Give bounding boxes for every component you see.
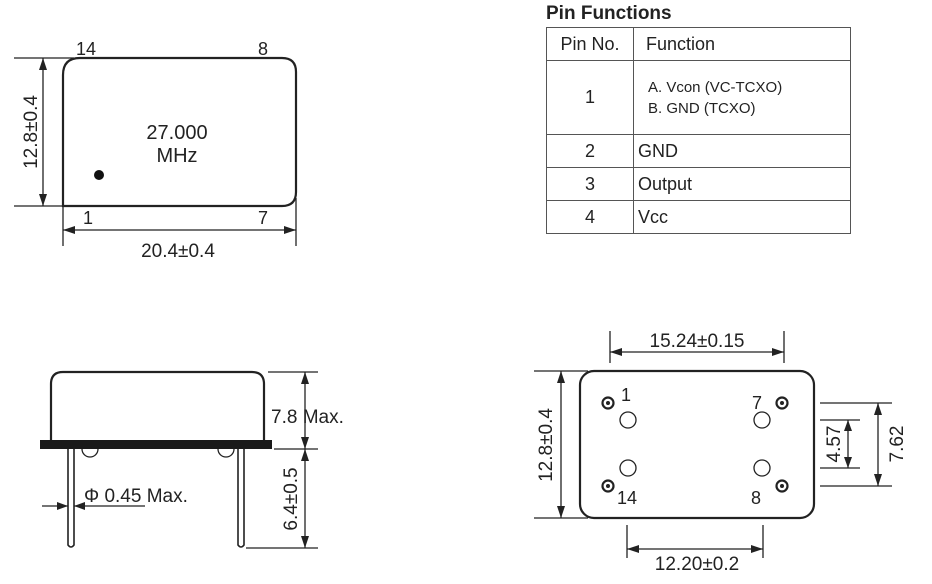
pin-number-cell: 1 (546, 60, 634, 135)
frequency-unit-marking: MHz (156, 145, 197, 167)
function-line: B. GND (TCXO) (648, 99, 756, 117)
header-function: Function (633, 27, 851, 61)
table-row: 2 GND (546, 134, 851, 168)
side-view-base-flange (40, 440, 272, 449)
function-cell: GND (633, 134, 851, 168)
top-view: 14 8 1 7 27.000 MHz 12.8±0.4 20.4±0.4 (14, 39, 298, 262)
function-cell: Vcc (633, 200, 851, 234)
pin8-ring (775, 479, 789, 493)
bottom-pin-label-8: 8 (751, 488, 761, 508)
side-view-can (49, 370, 266, 440)
svg-text:7.8 Max.: 7.8 Max. (271, 407, 344, 428)
bottom-height-dimension: 12.8±0.4 (534, 370, 588, 519)
pin-number-cell: 4 (546, 200, 634, 234)
table-header-row: Pin No. Function (546, 27, 851, 61)
pin-label-7: 7 (258, 208, 268, 228)
bottom-pin-label-7: 7 (752, 393, 762, 413)
inner-vertical-dimension: 4.57 (820, 419, 860, 469)
header-pin-no: Pin No. (546, 27, 634, 61)
svg-text:12.8±0.4: 12.8±0.4 (21, 95, 42, 169)
standoff-hole-br (753, 459, 771, 477)
svg-text:Φ 0.45 Max.: Φ 0.45 Max. (84, 486, 188, 507)
pin-functions-table: Pin No. Function 1 A. Vcon (VC-TCXO) B. … (546, 27, 851, 234)
standoff-right (217, 448, 235, 458)
pin-functions-title: Pin Functions (546, 3, 672, 24)
frequency-marking: 27.000 (146, 122, 207, 144)
top-view-body (61, 56, 298, 208)
table-row: 1 A. Vcon (VC-TCXO) B. GND (TCXO) (546, 60, 851, 135)
pin-label-14: 14 (76, 39, 96, 59)
svg-text:20.4±0.4: 20.4±0.4 (141, 241, 215, 262)
standoff-hole-bl (619, 459, 637, 477)
standoff-hole-tr (753, 411, 771, 429)
pin-label-8: 8 (258, 39, 268, 59)
svg-text:6.4±0.5: 6.4±0.5 (281, 467, 302, 530)
table-row: 4 Vcc (546, 200, 851, 234)
pin1-marker-dot (94, 170, 104, 180)
bottom-spacing-dimension: 12.20±0.2 (626, 525, 764, 575)
top-height-dimension: 12.8±0.4 (14, 57, 74, 207)
lead-left (67, 449, 75, 548)
pin-number-cell: 3 (546, 167, 634, 201)
lead-diameter-dimension: Φ 0.45 Max. (42, 486, 188, 510)
svg-text:12.20±0.2: 12.20±0.2 (655, 554, 739, 575)
lead-length-dimension: 6.4±0.5 (246, 449, 318, 549)
svg-text:15.24±0.15: 15.24±0.15 (650, 331, 745, 352)
pin1-ring (601, 396, 615, 410)
top-width-dimension: 20.4±0.4 (62, 198, 297, 262)
lead-right (237, 449, 245, 548)
bottom-pin-label-14: 14 (617, 488, 637, 508)
outer-vertical-dimension: 7.62 (820, 402, 908, 487)
bottom-view-body (578, 369, 816, 520)
table-row: 3 Output (546, 167, 851, 201)
function-cell: Output (633, 167, 851, 201)
pin-label-1: 1 (83, 208, 93, 228)
svg-text:7.62: 7.62 (887, 426, 908, 463)
bottom-view: 1 7 14 8 15.24±0.15 12.20±0.2 (534, 331, 908, 575)
top-spacing-dimension: 15.24±0.15 (609, 331, 785, 363)
bottom-pin-label-1: 1 (621, 385, 631, 405)
standoff-left (81, 448, 99, 458)
standoff-hole-tl (619, 411, 637, 429)
pin7-ring (775, 396, 789, 410)
side-view: 7.8 Max. 6.4±0.5 Φ 0.45 Max. (40, 370, 344, 549)
svg-text:12.8±0.4: 12.8±0.4 (536, 408, 557, 482)
pin-number-cell: 2 (546, 134, 634, 168)
function-line: A. Vcon (VC-TCXO) (648, 78, 783, 96)
function-cell: A. Vcon (VC-TCXO) B. GND (TCXO) (633, 60, 851, 135)
body-height-dimension: 7.8 Max. (268, 371, 344, 450)
pin14-ring (601, 479, 615, 493)
svg-text:4.57: 4.57 (824, 426, 845, 463)
